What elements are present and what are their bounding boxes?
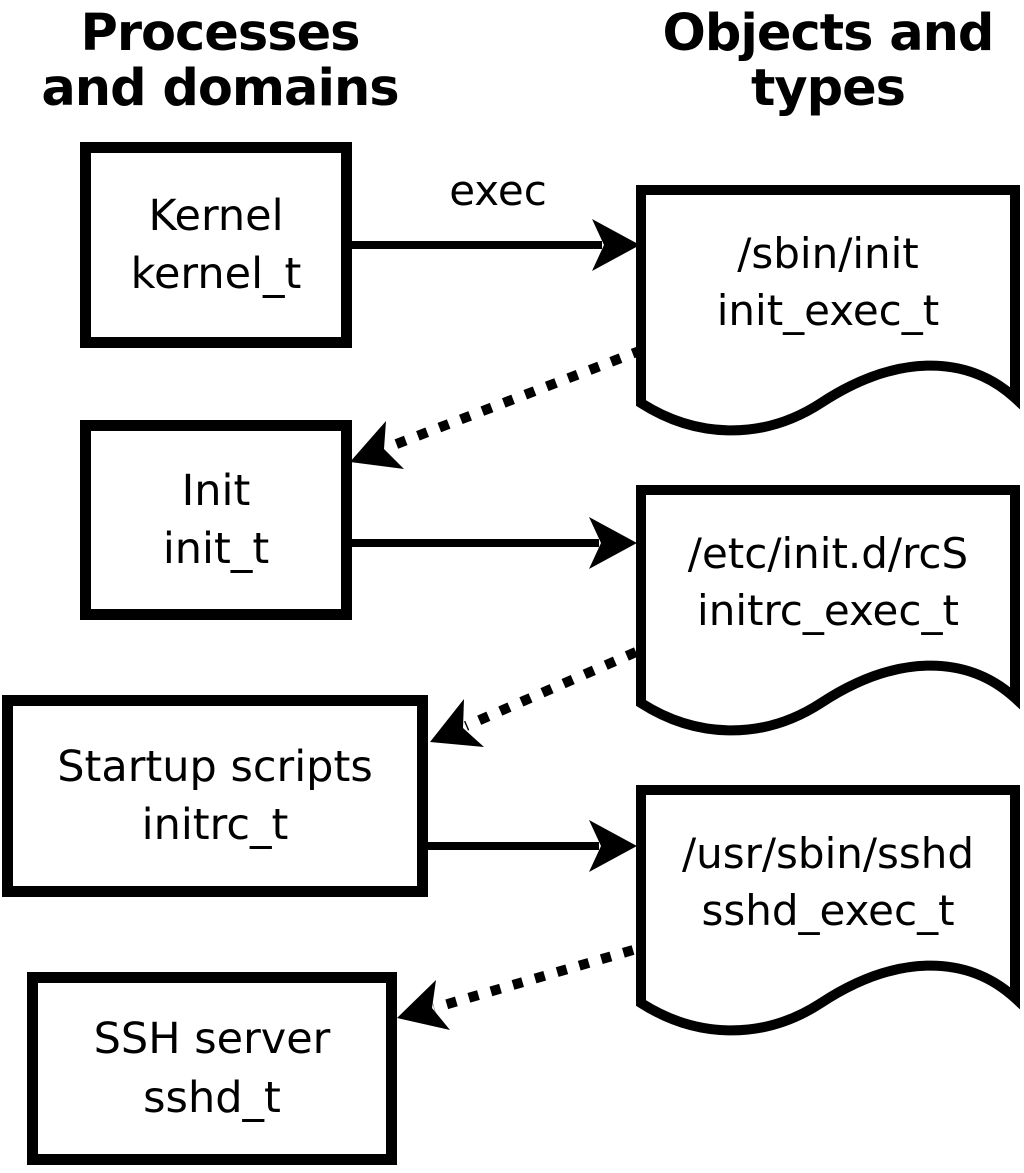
object-path: /sbin/init [737,228,919,278]
column-header-objects-line1: Objects and [662,4,995,63]
exec-arrowhead-kernel [592,219,640,271]
process-name: Startup scripts [57,741,373,792]
column-header-objects-line2: types [750,59,906,119]
process-box-startup-scripts: Startup scripts initrc_t [2,695,428,897]
column-header-objects: Objects and types [618,6,1024,116]
transition-arrow-line-startup [464,647,638,731]
column-header-processes: Processes and domains [10,6,430,116]
process-box-ssh-server: SSH server sshd_t [27,972,397,1165]
exec-arrowhead-startup [589,820,637,872]
process-box-init: Init init_t [80,420,352,620]
document-shape-icon [636,785,1020,1036]
transition-arrowhead-sshd [397,980,450,1030]
document-outline [636,485,1020,736]
transition-arrowhead-startup [430,699,484,747]
process-domain: kernel_t [130,249,302,299]
process-name: Init [181,465,251,516]
document-outline [636,185,1020,436]
object-type: init_exec_t [716,286,940,335]
process-domain: initrc_t [141,800,289,850]
exec-arrowhead-init [589,517,637,569]
object-path: /etc/init.d/rcS [687,528,969,578]
process-name: SSH server [93,1014,331,1065]
column-header-processes-line1: Processes [80,4,360,63]
object-type: sshd_exec_t [701,886,955,935]
object-doc-sbin-init: /sbin/init init_exec_t [636,185,1020,443]
object-doc-usr-sbin-sshd: /usr/sbin/sshd sshd_exec_t [636,785,1020,1043]
exec-arrow-label: exec [449,166,547,215]
object-doc-text: /sbin/init init_exec_t [642,199,1014,365]
object-type: initrc_exec_t [697,586,959,635]
object-doc-etc-initd-rcs: /etc/init.d/rcS initrc_exec_t [636,485,1020,743]
column-header-processes-line2: and domains [41,59,399,119]
process-domain: init_t [162,524,270,574]
object-doc-text: /usr/sbin/sshd sshd_exec_t [642,799,1014,965]
transition-arrowhead-init [350,421,404,469]
transition-arrow-line-init [384,345,644,453]
document-shape-icon [636,485,1020,736]
document-shape-icon [636,185,1020,436]
process-box-kernel: Kernel kernel_t [80,142,352,348]
document-outline [636,785,1020,1036]
process-name: Kernel [148,190,284,241]
transition-arrow-line-sshd [432,945,635,1013]
process-domain: sshd_t [143,1072,281,1123]
object-path: /usr/sbin/sshd [681,828,975,878]
object-doc-text: /etc/init.d/rcS initrc_exec_t [642,499,1014,665]
